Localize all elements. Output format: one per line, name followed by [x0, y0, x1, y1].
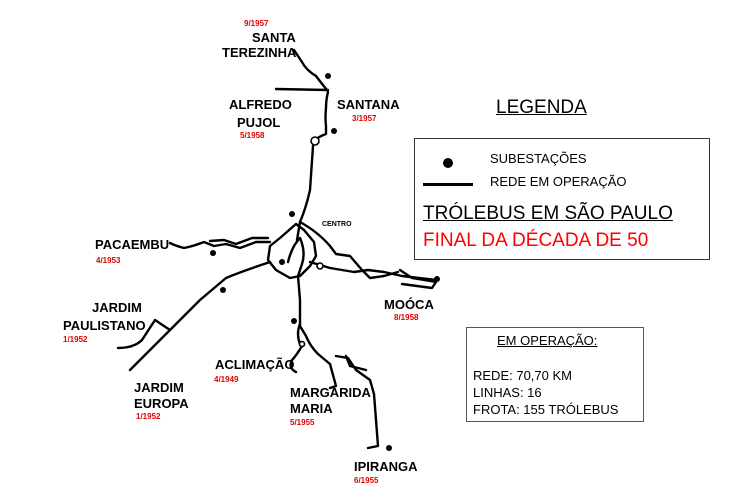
line-jardim-europa [128, 260, 272, 372]
substation-dot [325, 73, 331, 79]
jardim-europa-label-1: JARDIM [134, 380, 184, 395]
alfredo-pujol-date: 5/1958 [240, 131, 265, 140]
substation-dot [279, 259, 285, 265]
line-jardim-paulistano [116, 318, 172, 350]
line-margarida-2 [344, 354, 368, 372]
mooca-date: 8/1958 [394, 313, 419, 322]
substation-dot [386, 445, 392, 451]
margarida-maria-label-2: MARIA [290, 401, 333, 416]
jardim-paulistano-date: 1/1952 [63, 335, 88, 344]
line-santa-terezinha [292, 48, 330, 142]
alfredo-pujol-label-1: ALFREDO [229, 97, 292, 112]
substation-dot-icon [443, 158, 453, 168]
line-margarida [334, 354, 380, 450]
line-pacaembu [168, 240, 272, 250]
ipiranga-date: 6/1955 [354, 476, 379, 485]
substation-dot [331, 128, 337, 134]
substation-dot [434, 276, 440, 282]
centro-label: CENTRO [322, 221, 352, 228]
santana-label: SANTANA [337, 97, 400, 112]
line-aclimacao [289, 322, 304, 374]
substation-dot [291, 318, 297, 324]
stats-box: EM OPERAÇÃO: REDE: 70,70 KM LINHAS: 16 F… [466, 327, 644, 422]
aclimacao-date: 4/1949 [214, 375, 239, 384]
legend-heading: LEGENDA [496, 97, 587, 118]
mooca-label: MOÓCA [384, 297, 434, 312]
line-mooca [308, 260, 438, 282]
stats-heading: EM OPERAÇÃO: [497, 333, 598, 348]
jardim-paulistano-label-2: PAULISTANO [63, 318, 146, 333]
legend-box: SUBESTAÇÕES REDE EM OPERAÇÃO TRÓLEBUS EM… [414, 138, 710, 260]
pacaembu-date: 4/1953 [96, 256, 121, 265]
santana-date: 3/1957 [352, 114, 377, 123]
terminal-loop [298, 340, 306, 348]
santa-terezinha-label-2: TEREZINHA [222, 45, 297, 60]
legend-substations-label: SUBESTAÇÕES [490, 151, 587, 166]
terminal-loop [316, 262, 324, 270]
ipiranga-label: IPIRANGA [354, 459, 418, 474]
line-centre-cross [286, 236, 305, 278]
jardim-paulistano-label-1: JARDIM [92, 300, 142, 315]
network-line-icon [423, 183, 473, 186]
stats-frota: FROTA: 155 TRÓLEBUS [473, 402, 619, 417]
alfredo-pujol-label-2: PUJOL [237, 115, 281, 130]
pacaembu-label: PACAEMBU [95, 237, 170, 252]
substation-dot [210, 250, 216, 256]
jardim-europa-date: 1/1952 [136, 412, 161, 421]
terminal-loop [310, 136, 320, 146]
line-centre-inner [298, 220, 400, 280]
line-centre-ring [266, 222, 318, 280]
margarida-maria-date: 5/1955 [290, 418, 315, 427]
map-title: TRÓLEBUS EM SÃO PAULO [423, 203, 673, 224]
aclimacao-label: ACLIMAÇÃO [215, 357, 295, 372]
map-subtitle: FINAL DA DÉCADA DE 50 [423, 230, 649, 251]
substations [210, 73, 440, 451]
line-pacaembu-2 [208, 236, 270, 246]
substation-dot [289, 211, 295, 217]
santa-terezinha-label-1: SANTA [252, 30, 296, 45]
margarida-maria-label-1: MARGARIDA [290, 385, 371, 400]
substation-dot [220, 287, 226, 293]
stats-rede: REDE: 70,70 KM [473, 368, 572, 383]
line-south-trunk [296, 274, 338, 390]
line-alfredo-pujol [274, 87, 330, 92]
stats-linhas: LINHAS: 16 [473, 385, 542, 400]
legend-network-label: REDE EM OPERAÇÃO [490, 174, 627, 189]
santa-terezinha-date: 9/1957 [244, 19, 269, 28]
line-mooca-2 [398, 268, 438, 290]
jardim-europa-label-2: EUROPA [134, 396, 189, 411]
